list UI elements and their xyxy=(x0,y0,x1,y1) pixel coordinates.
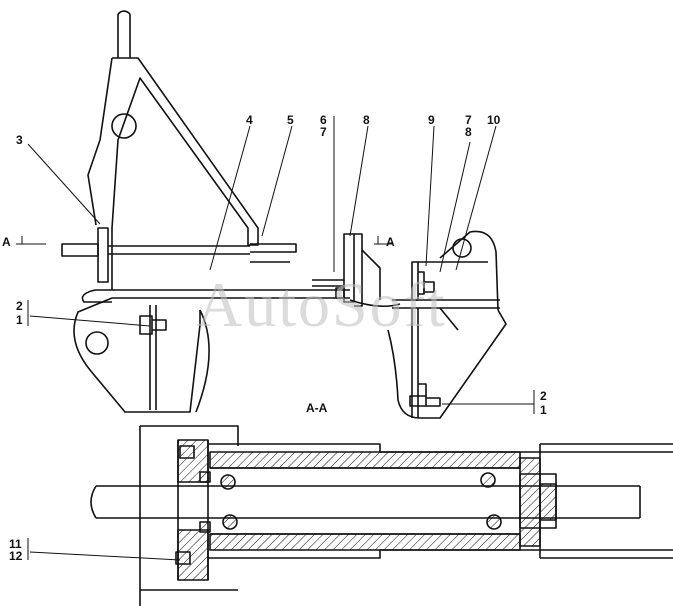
callout-2-right: 2 xyxy=(540,389,547,403)
callout-1-right: 1 xyxy=(540,403,547,417)
callout-12: 12 xyxy=(9,549,23,563)
callout-5: 5 xyxy=(287,113,294,127)
cylinder-section xyxy=(90,425,673,606)
callout-9: 9 xyxy=(428,113,435,127)
callout-8-right: 8 xyxy=(465,125,472,139)
callout-7-right: 7 xyxy=(465,113,472,127)
leader-lines xyxy=(16,116,535,561)
callout-11: 11 xyxy=(9,537,22,551)
section-mark-right: A xyxy=(386,235,395,249)
callout-10: 10 xyxy=(487,113,501,127)
callout-8: 8 xyxy=(363,113,370,127)
callout-6: 6 xyxy=(320,113,327,127)
callout-2: 2 xyxy=(16,299,23,313)
bracket-assembly xyxy=(61,10,401,413)
callout-4: 4 xyxy=(246,113,253,127)
section-a-a xyxy=(387,230,507,419)
callout-3: 3 xyxy=(16,133,23,147)
callout-1: 1 xyxy=(16,313,23,327)
callout-7: 7 xyxy=(320,125,327,139)
section-title: A-A xyxy=(306,401,328,415)
section-mark-left: A xyxy=(2,235,11,249)
